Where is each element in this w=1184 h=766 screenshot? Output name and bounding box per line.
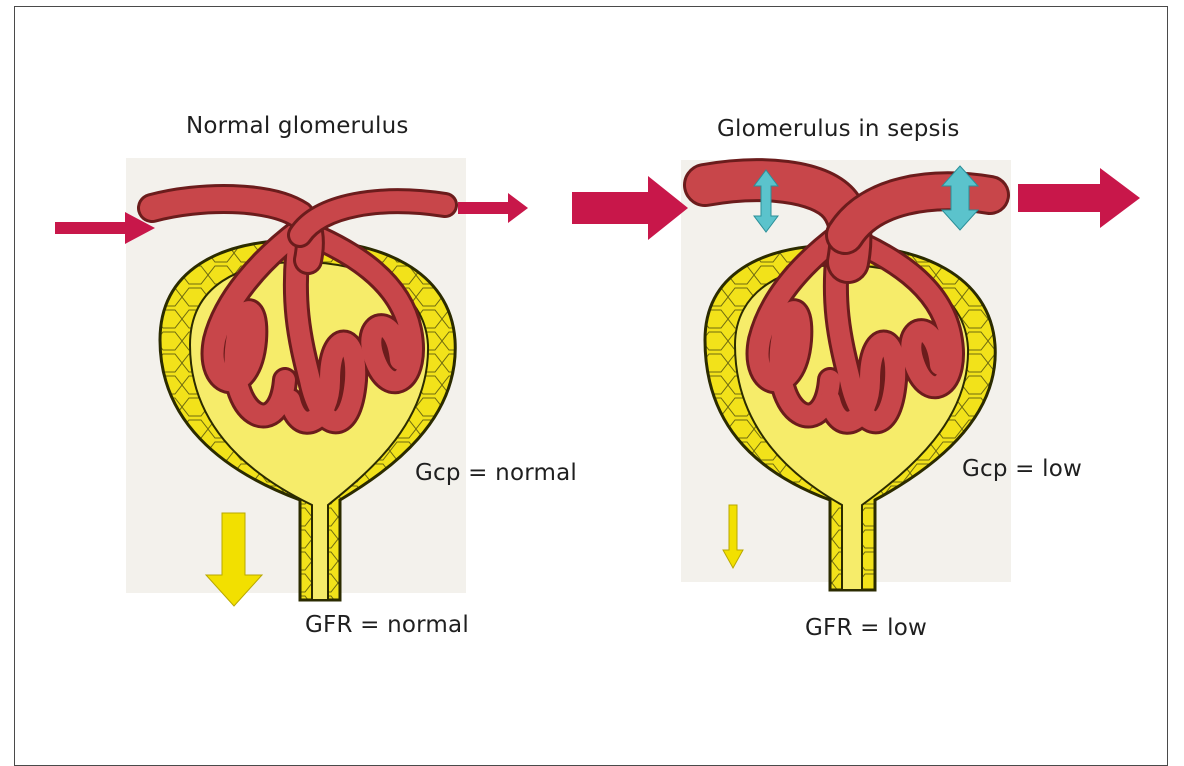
- sepsis-blood-inflow-arrow: [572, 176, 688, 240]
- normal-gfr-label: GFR = normal: [305, 612, 469, 638]
- sepsis-dilated-vessels: [705, 180, 990, 262]
- normal-blood-outflow-arrow: [458, 193, 528, 223]
- normal-glomerulus-title: Normal glomerulus: [186, 113, 409, 139]
- sepsis-glomerulus-title: Glomerulus in sepsis: [717, 116, 960, 142]
- sepsis-gfr-label: GFR = low: [805, 615, 927, 641]
- normal-afferent-efferent-vessels: [152, 199, 445, 260]
- sepsis-gcp-label: Gcp = low: [962, 456, 1082, 482]
- sepsis-filtrate-arrow: [723, 505, 743, 568]
- glomerulus-illustration: [0, 0, 1184, 743]
- normal-gcp-label: Gcp = normal: [415, 460, 577, 486]
- normal-filtrate-arrow: [206, 513, 262, 606]
- sepsis-blood-outflow-arrow: [1018, 168, 1140, 228]
